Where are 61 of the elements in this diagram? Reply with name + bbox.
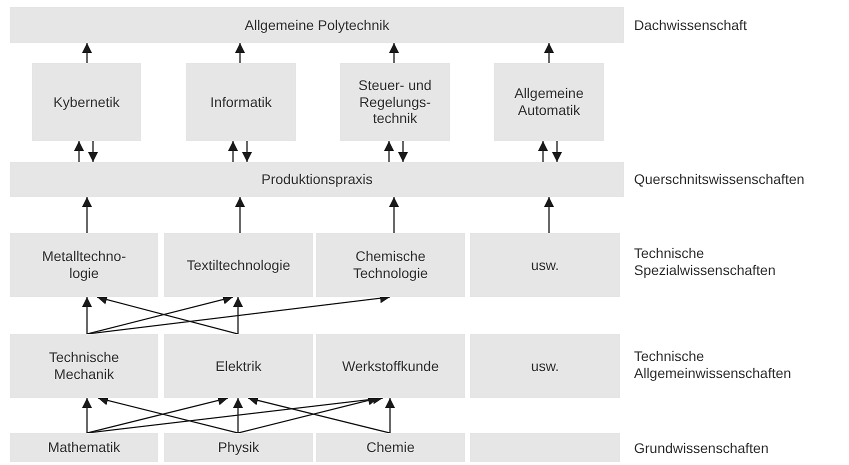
- box-label: Metalltechno- logie: [40, 248, 128, 282]
- category-box: [10, 233, 158, 297]
- category-box: [10, 433, 158, 462]
- category-box: [164, 334, 313, 398]
- arrow: [82, 398, 92, 433]
- arrow: [228, 141, 238, 162]
- level-label: Technische Spezialwissenschaften: [634, 245, 777, 279]
- category-box: [186, 63, 296, 141]
- box-label: Produktionspraxis: [261, 171, 373, 188]
- arrow: [88, 141, 98, 162]
- category-box: [494, 63, 604, 141]
- box-label: Chemische Technologie: [352, 248, 429, 282]
- arrow: [242, 141, 252, 162]
- arrow: [235, 197, 245, 233]
- arrow: [385, 398, 395, 433]
- category-box: [340, 63, 450, 141]
- box-label: Elektrik: [216, 358, 262, 374]
- arrow: [82, 197, 92, 233]
- level-label: Querschnitswissenschaften: [634, 171, 806, 188]
- box-label: Physik: [218, 439, 260, 456]
- arrow: [82, 43, 92, 63]
- arrow: [235, 43, 245, 63]
- arrow: [538, 141, 548, 162]
- category-box: [32, 63, 141, 141]
- category-box: [470, 233, 620, 297]
- arrow: [552, 141, 562, 162]
- category-box: [470, 334, 620, 398]
- box-label: usw.: [530, 358, 559, 374]
- arrow: [544, 197, 554, 233]
- arrow: [233, 297, 243, 334]
- category-box: [164, 233, 313, 297]
- box-label: Chemie: [366, 439, 415, 456]
- box-label: Textiltechnologie: [186, 256, 290, 274]
- arrow: [82, 297, 92, 334]
- box-label: usw.: [530, 256, 559, 274]
- box-label: Werkstoffkunde: [342, 358, 439, 374]
- box-label: Steuer- und Regelungs- technik: [357, 76, 433, 128]
- arrow: [544, 43, 554, 63]
- arrow: [398, 141, 408, 162]
- level-label: Dachwissenschaft: [634, 17, 748, 34]
- box-label: Technische Mechanik: [48, 349, 120, 383]
- empty-box: [470, 433, 620, 462]
- box-label: Allgemeine Automatik: [513, 85, 585, 119]
- box-label: Informatik: [210, 94, 272, 110]
- category-box: [316, 433, 465, 462]
- category-box: [10, 7, 624, 43]
- category-box: [10, 162, 624, 197]
- category-box: [164, 433, 313, 462]
- category-box: [316, 233, 465, 297]
- category-box: [316, 334, 465, 398]
- level-label: Grundwissenschaften: [634, 440, 770, 457]
- level-label: Technische Allgemeinwissenschaften: [634, 348, 792, 382]
- arrow: [384, 141, 394, 162]
- category-box: [10, 334, 158, 398]
- box-label: Mathematik: [48, 439, 120, 456]
- arrow: [233, 398, 243, 433]
- arrow: [389, 197, 399, 233]
- box-label: Allgemeine Polytechnik: [244, 16, 390, 34]
- arrow: [389, 43, 399, 63]
- box-label: Kybernetik: [53, 94, 120, 110]
- arrow: [74, 141, 84, 162]
